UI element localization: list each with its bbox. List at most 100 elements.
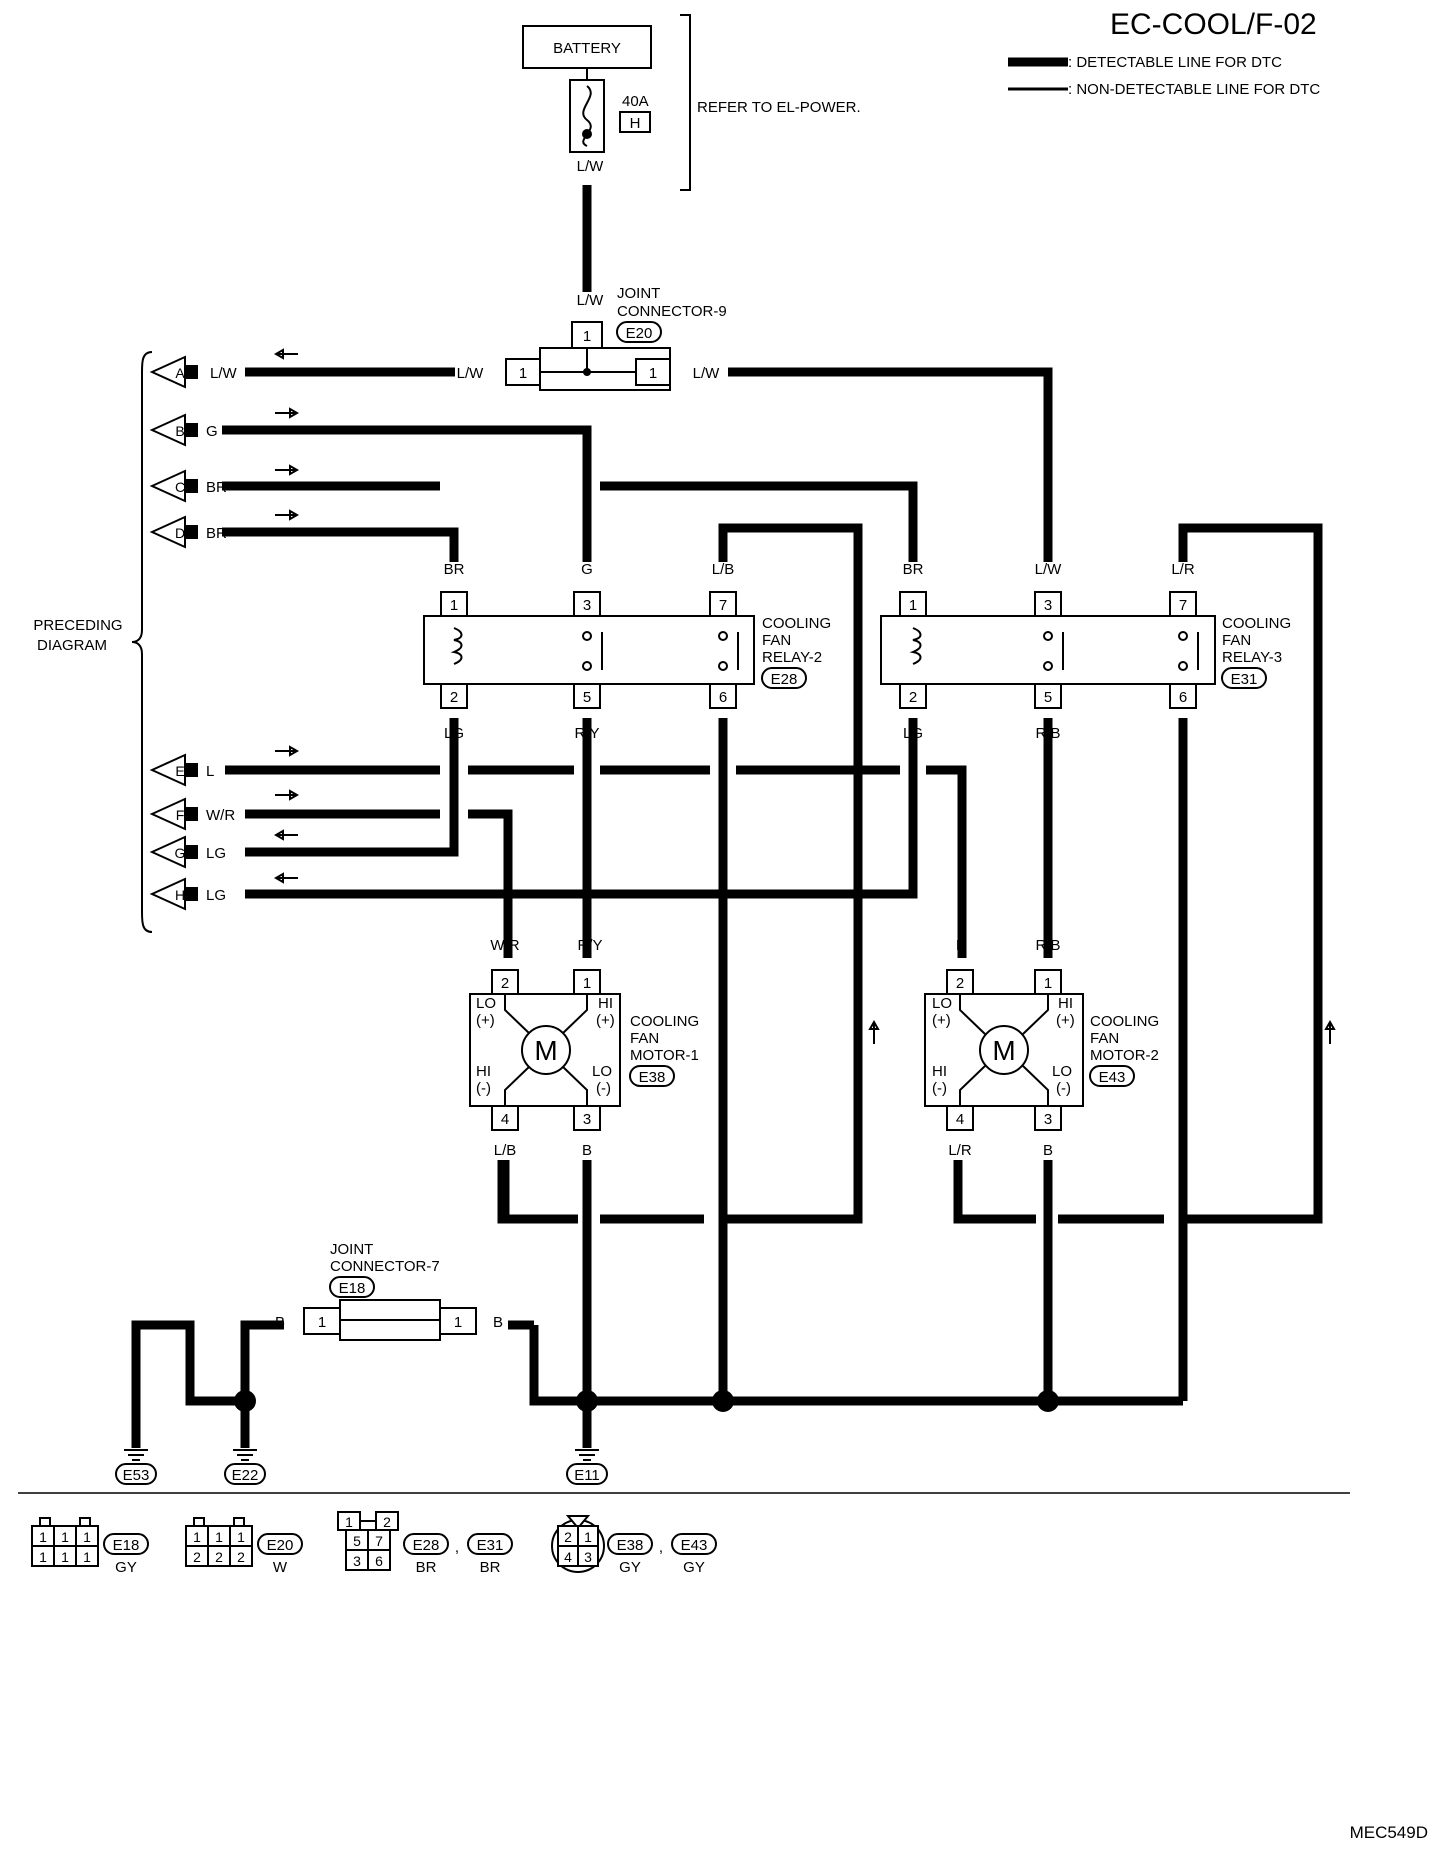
preceding-label-2: DIAGRAM	[37, 637, 107, 654]
relay3-pin-6: 6	[1179, 689, 1187, 706]
preceding-brace	[131, 351, 153, 933]
motor1-term-3: HI	[598, 995, 613, 1012]
relay2-coil-icon	[450, 627, 463, 665]
jc9-pin-right: 1	[649, 365, 657, 382]
relay2-wire-bottom-3: B	[718, 725, 728, 742]
e28-view-color: BR	[416, 1559, 437, 1576]
jc9-name-2: CONNECTOR-9	[617, 303, 727, 320]
left-connector-b: B G	[149, 413, 218, 447]
relay3-wire-bottom-2: R/B	[1035, 725, 1060, 742]
connector-b-id: B	[175, 423, 184, 439]
arrow-left-icon	[273, 872, 298, 884]
relay2-name-1: COOLING	[762, 615, 831, 632]
relay2-pin-5: 5	[583, 689, 591, 706]
ground-icon	[575, 1449, 599, 1461]
refer-label: REFER TO EL-POWER.	[697, 99, 861, 116]
motor2-term-5: HI	[932, 1063, 947, 1080]
relay3-pin-2: 2	[909, 689, 917, 706]
e28-pin: 7	[375, 1533, 383, 1549]
motor1-wire-top-2: R/Y	[577, 937, 602, 954]
jc7-id: E18	[339, 1280, 366, 1297]
e28-e31-sep: ,	[455, 1539, 459, 1556]
motor2-id: E43	[1099, 1069, 1126, 1086]
e20-pin: 1	[237, 1529, 245, 1545]
relay3-wire-bottom-3: B	[1178, 725, 1188, 742]
arrow-right-icon	[275, 745, 300, 757]
relay3-id: E31	[1231, 671, 1258, 688]
motor1-name-2: FAN	[630, 1030, 659, 1047]
connector-h-id: H	[175, 887, 185, 903]
preceding-diagram: PRECEDING DIAGRAM	[33, 351, 153, 933]
e18-view-id: E18	[113, 1537, 140, 1554]
relay2-id: E28	[771, 671, 798, 688]
e38-e43-sep: ,	[659, 1539, 663, 1556]
joint-connector-7: JOINT CONNECTOR-7 E18 1 1 B B	[275, 1241, 503, 1341]
e18-pin: 1	[83, 1529, 91, 1545]
motor2-term-6: (-)	[932, 1080, 947, 1097]
ground-wire-label: B	[240, 1351, 250, 1368]
relay2-wire-top-2: G	[581, 561, 593, 578]
motor2-pin-3: 3	[1044, 1111, 1052, 1128]
relay3-body	[880, 615, 1216, 685]
connector-view-e18: 1 1 1 1 1 1 E18 GY	[31, 1517, 149, 1576]
fuse-symbol	[582, 85, 592, 147]
e28-pin: 5	[353, 1533, 361, 1549]
relay3-name-2: FAN	[1222, 632, 1251, 649]
connector-d-wire: BR	[206, 525, 227, 542]
ground-e53-label: E53	[123, 1467, 150, 1484]
arrow-up-icon	[868, 1019, 880, 1044]
e28-pin: 2	[383, 1514, 391, 1530]
e18-pin: 1	[39, 1529, 47, 1545]
relay2-name-3: RELAY-2	[762, 649, 822, 666]
connector-g-wire: LG	[206, 845, 226, 862]
e38-view-id: E38	[617, 1537, 644, 1554]
e38-pin: 2	[564, 1529, 572, 1545]
motor2-name-2: FAN	[1090, 1030, 1119, 1047]
connector-c-id: C	[175, 479, 185, 495]
relay2-wire-bottom-2: R/Y	[574, 725, 599, 742]
cooling-fan-relay-2: BR G L/B 1 3 7 2 5 6 LG R/Y B COOLING FA…	[423, 561, 831, 742]
e20-pin: 1	[193, 1529, 201, 1545]
arrow-left-icon	[273, 829, 298, 841]
e20-pin: 2	[215, 1549, 223, 1565]
left-connector-e: E L	[149, 753, 214, 787]
e38-view-color: GY	[619, 1559, 641, 1576]
motor2-symbol: M	[992, 1035, 1015, 1066]
relay3-pin-5: 5	[1044, 689, 1052, 706]
connector-e-wire: L	[206, 763, 214, 780]
connector-view-e20: 1 1 1 2 2 2 E20 W	[185, 1517, 303, 1576]
motor1-wire-bottom-2: B	[582, 1142, 592, 1159]
jc7-wire-left: B	[275, 1314, 285, 1331]
page-title: EC-COOL/F-02	[1110, 8, 1317, 41]
e43-view-id: E43	[681, 1537, 708, 1554]
cooling-fan-relay-3: BR L/W L/R 1 3 7 2 5 6 LG R/B B COOLING …	[880, 561, 1291, 742]
ground-e11-label: E11	[574, 1467, 600, 1484]
arrow-right-icon	[275, 464, 300, 476]
e18-pin: 1	[61, 1549, 69, 1565]
left-connector-a: A L/W	[149, 355, 238, 389]
motor2-name-3: MOTOR-2	[1090, 1047, 1159, 1064]
battery-block: BATTERY 40A H L/W REFER TO EL-POWER.	[522, 14, 861, 191]
motor1-term-6: (-)	[476, 1080, 491, 1097]
ground-e11: E11	[566, 1449, 608, 1485]
motor1-term-8: (-)	[596, 1080, 611, 1097]
e18-pin: 1	[39, 1549, 47, 1565]
motor2-term-3: HI	[1058, 995, 1073, 1012]
arrow-up-icon	[1324, 1019, 1336, 1044]
motor1-wire-top-1: W/R	[490, 937, 519, 954]
connector-c-wire: BR	[206, 479, 227, 496]
connector-d-id: D	[175, 525, 185, 541]
motor1-rotor-icon	[521, 1025, 571, 1075]
ground-wire-label: B	[185, 1351, 195, 1368]
relay3-wire-top-3: L/R	[1171, 561, 1195, 578]
relay3-pin-1: 1	[909, 597, 917, 614]
ground-e22-label: E22	[232, 1467, 259, 1484]
connector-a-wire: L/W	[210, 365, 238, 382]
cooling-fan-motor-2: L R/B 2 1 M LO (+) HI (+) HI (-) LO (-) …	[924, 937, 1159, 1159]
e20-pin: 2	[237, 1549, 245, 1565]
battery-label: BATTERY	[553, 40, 621, 57]
relay3-coil-icon	[909, 627, 922, 665]
motor1-symbol: M	[534, 1035, 557, 1066]
ground-wire-labels: B B B B B B B B	[131, 1351, 1188, 1368]
